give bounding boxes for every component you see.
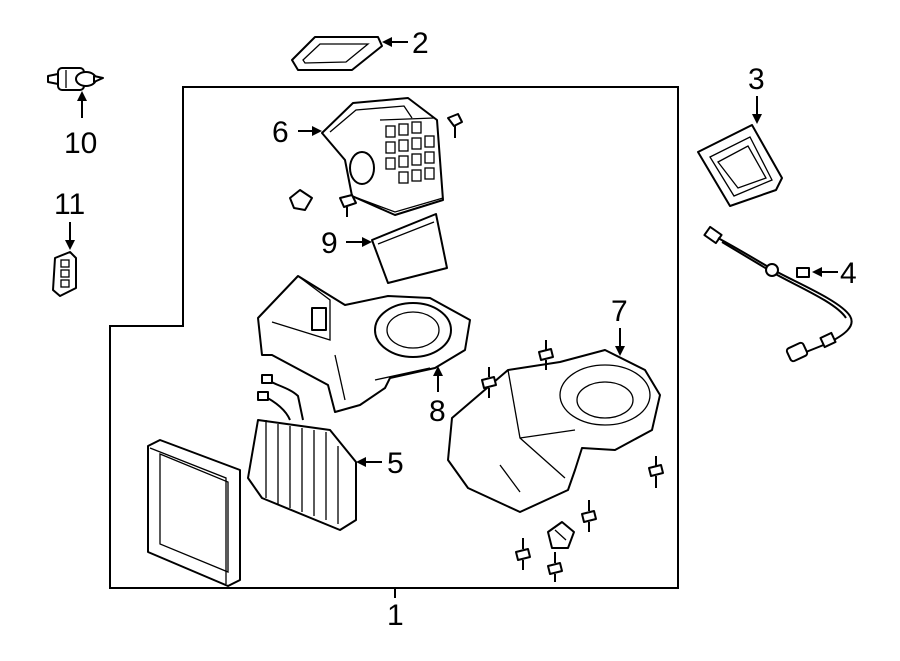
connector-part[interactable] <box>52 251 77 297</box>
bolt-part[interactable] <box>481 367 497 398</box>
evaporator-core-part[interactable] <box>247 374 357 531</box>
screw-part[interactable] <box>447 113 463 138</box>
bolt-part[interactable] <box>581 500 597 532</box>
clip-part[interactable] <box>289 189 313 211</box>
callout-8: 8 <box>429 395 446 428</box>
upper-housing-part[interactable] <box>321 97 444 216</box>
callout-2: 2 <box>412 27 429 60</box>
callout-9: 9 <box>321 227 338 260</box>
callout-4: 4 <box>840 257 857 290</box>
blend-door-part[interactable] <box>371 213 448 284</box>
leader-lines <box>65 37 838 467</box>
gasket-part[interactable] <box>291 36 383 71</box>
bolt-part[interactable] <box>547 552 563 582</box>
bolt-part[interactable] <box>515 538 531 570</box>
callout-6: 6 <box>272 116 289 149</box>
callout-1: 1 <box>387 599 404 632</box>
assembly-outline <box>109 86 679 589</box>
resistor-part[interactable] <box>547 521 575 549</box>
callout-10: 10 <box>64 127 97 160</box>
case-housing-part[interactable] <box>257 275 471 413</box>
callout-5: 5 <box>387 447 404 480</box>
cabin-filter-part[interactable] <box>697 124 783 207</box>
callout-7: 7 <box>611 295 628 328</box>
filter-frame-part[interactable] <box>147 439 241 587</box>
sensor-harness-part[interactable] <box>703 225 853 363</box>
actuator-part[interactable] <box>47 67 104 91</box>
blower-case-part[interactable] <box>447 349 661 513</box>
bolt-part[interactable] <box>538 340 554 370</box>
bolt-part[interactable] <box>648 456 664 488</box>
callout-11: 11 <box>54 188 85 221</box>
screw-part[interactable] <box>339 194 357 217</box>
callout-3: 3 <box>748 63 765 96</box>
